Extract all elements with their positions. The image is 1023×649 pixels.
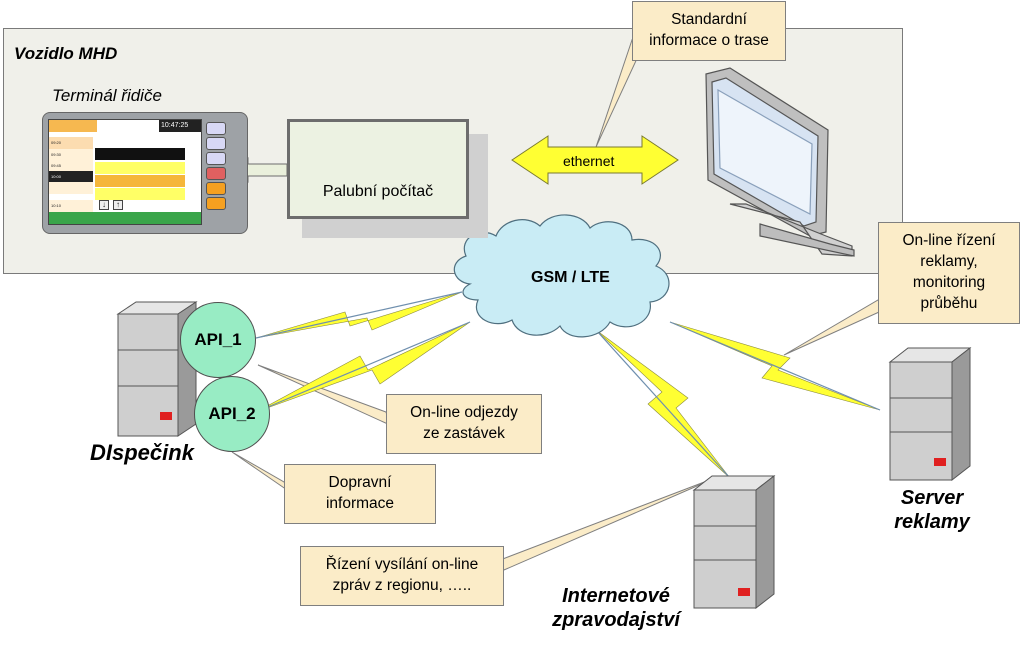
- terminal-row: 10:00: [49, 171, 93, 183]
- note-line: zpráv z regionu, …..: [332, 577, 472, 594]
- terminal-key: [206, 137, 226, 150]
- note-line: Standardní: [671, 11, 747, 29]
- terminal-key: [206, 182, 226, 195]
- note-line: průběhu: [920, 294, 978, 312]
- note-line: informace: [325, 495, 395, 512]
- ethernet-label: ethernet: [563, 153, 615, 169]
- departures-pointer: [257, 364, 391, 426]
- terminal-key: [206, 167, 226, 180]
- ad-server-label: Server reklamy: [882, 486, 982, 534]
- note-line: reklamy,: [920, 253, 978, 271]
- note-route-info: Standardní informace o trase: [632, 1, 786, 61]
- note-line: monitoring: [912, 274, 986, 291]
- terminal-key: [206, 122, 226, 135]
- note-regional-news: Řízení vysílání on-line zpráv z regionu,…: [300, 546, 504, 606]
- note-line: informace o trase: [649, 32, 769, 49]
- note-line: On-line řízení: [902, 232, 996, 250]
- ad-server-label-line: Server: [900, 487, 964, 509]
- terminal-row: 09:20: [49, 137, 93, 149]
- online-ads-pointer: [783, 299, 889, 356]
- gsm-lte-cloud: [453, 214, 670, 338]
- onboard-computer: Palubní počítač: [287, 119, 469, 219]
- api-2-node: API_2: [194, 376, 270, 452]
- note-traffic-info: Dopravní informace: [284, 464, 436, 524]
- dispatch-label: DIspečink: [90, 440, 194, 465]
- news-label: Internetové zpravodajství: [536, 584, 696, 632]
- terminal-row: 09:45: [49, 160, 93, 172]
- note-online-ads: On-line řízení reklamy, monitoring průbě…: [878, 222, 1020, 324]
- note-line: On-line odjezdy: [410, 404, 518, 422]
- news-label-line: Internetové: [562, 585, 670, 607]
- ethernet-arrow: [511, 135, 679, 185]
- api-1-node: API_1: [180, 302, 256, 378]
- vehicle-title: Vozidlo MHD: [14, 44, 118, 63]
- note-line: Dopravní: [328, 474, 392, 492]
- terminal-key: [206, 152, 226, 165]
- terminal-row: 10:10: [49, 200, 93, 212]
- terminal-screen: 10:47:25 09:20 09:30 09:45 10:00 10:10 ↓…: [48, 119, 202, 225]
- gsm-lte-label: GSM / LTE: [531, 269, 610, 286]
- terminal-key: [206, 197, 226, 210]
- traffic-info-pointer: [231, 451, 291, 493]
- terminal-row: 09:30: [49, 149, 93, 161]
- news-label-line: zpravodajství: [552, 609, 680, 631]
- news-server: [692, 474, 776, 610]
- note-line: Řízení vysílání on-line: [325, 556, 479, 574]
- regional-news-pointer: [499, 475, 721, 571]
- note-line: ze zastávek: [423, 425, 505, 442]
- ad-server: [888, 346, 972, 482]
- passenger-monitor: [705, 67, 855, 257]
- ad-server-label-line: reklamy: [894, 511, 970, 533]
- terminal-title: Terminál řidiče: [52, 86, 162, 105]
- terminal-clock: 10:47:25: [159, 120, 201, 132]
- note-departures: On-line odjezdy ze zastávek: [386, 394, 542, 454]
